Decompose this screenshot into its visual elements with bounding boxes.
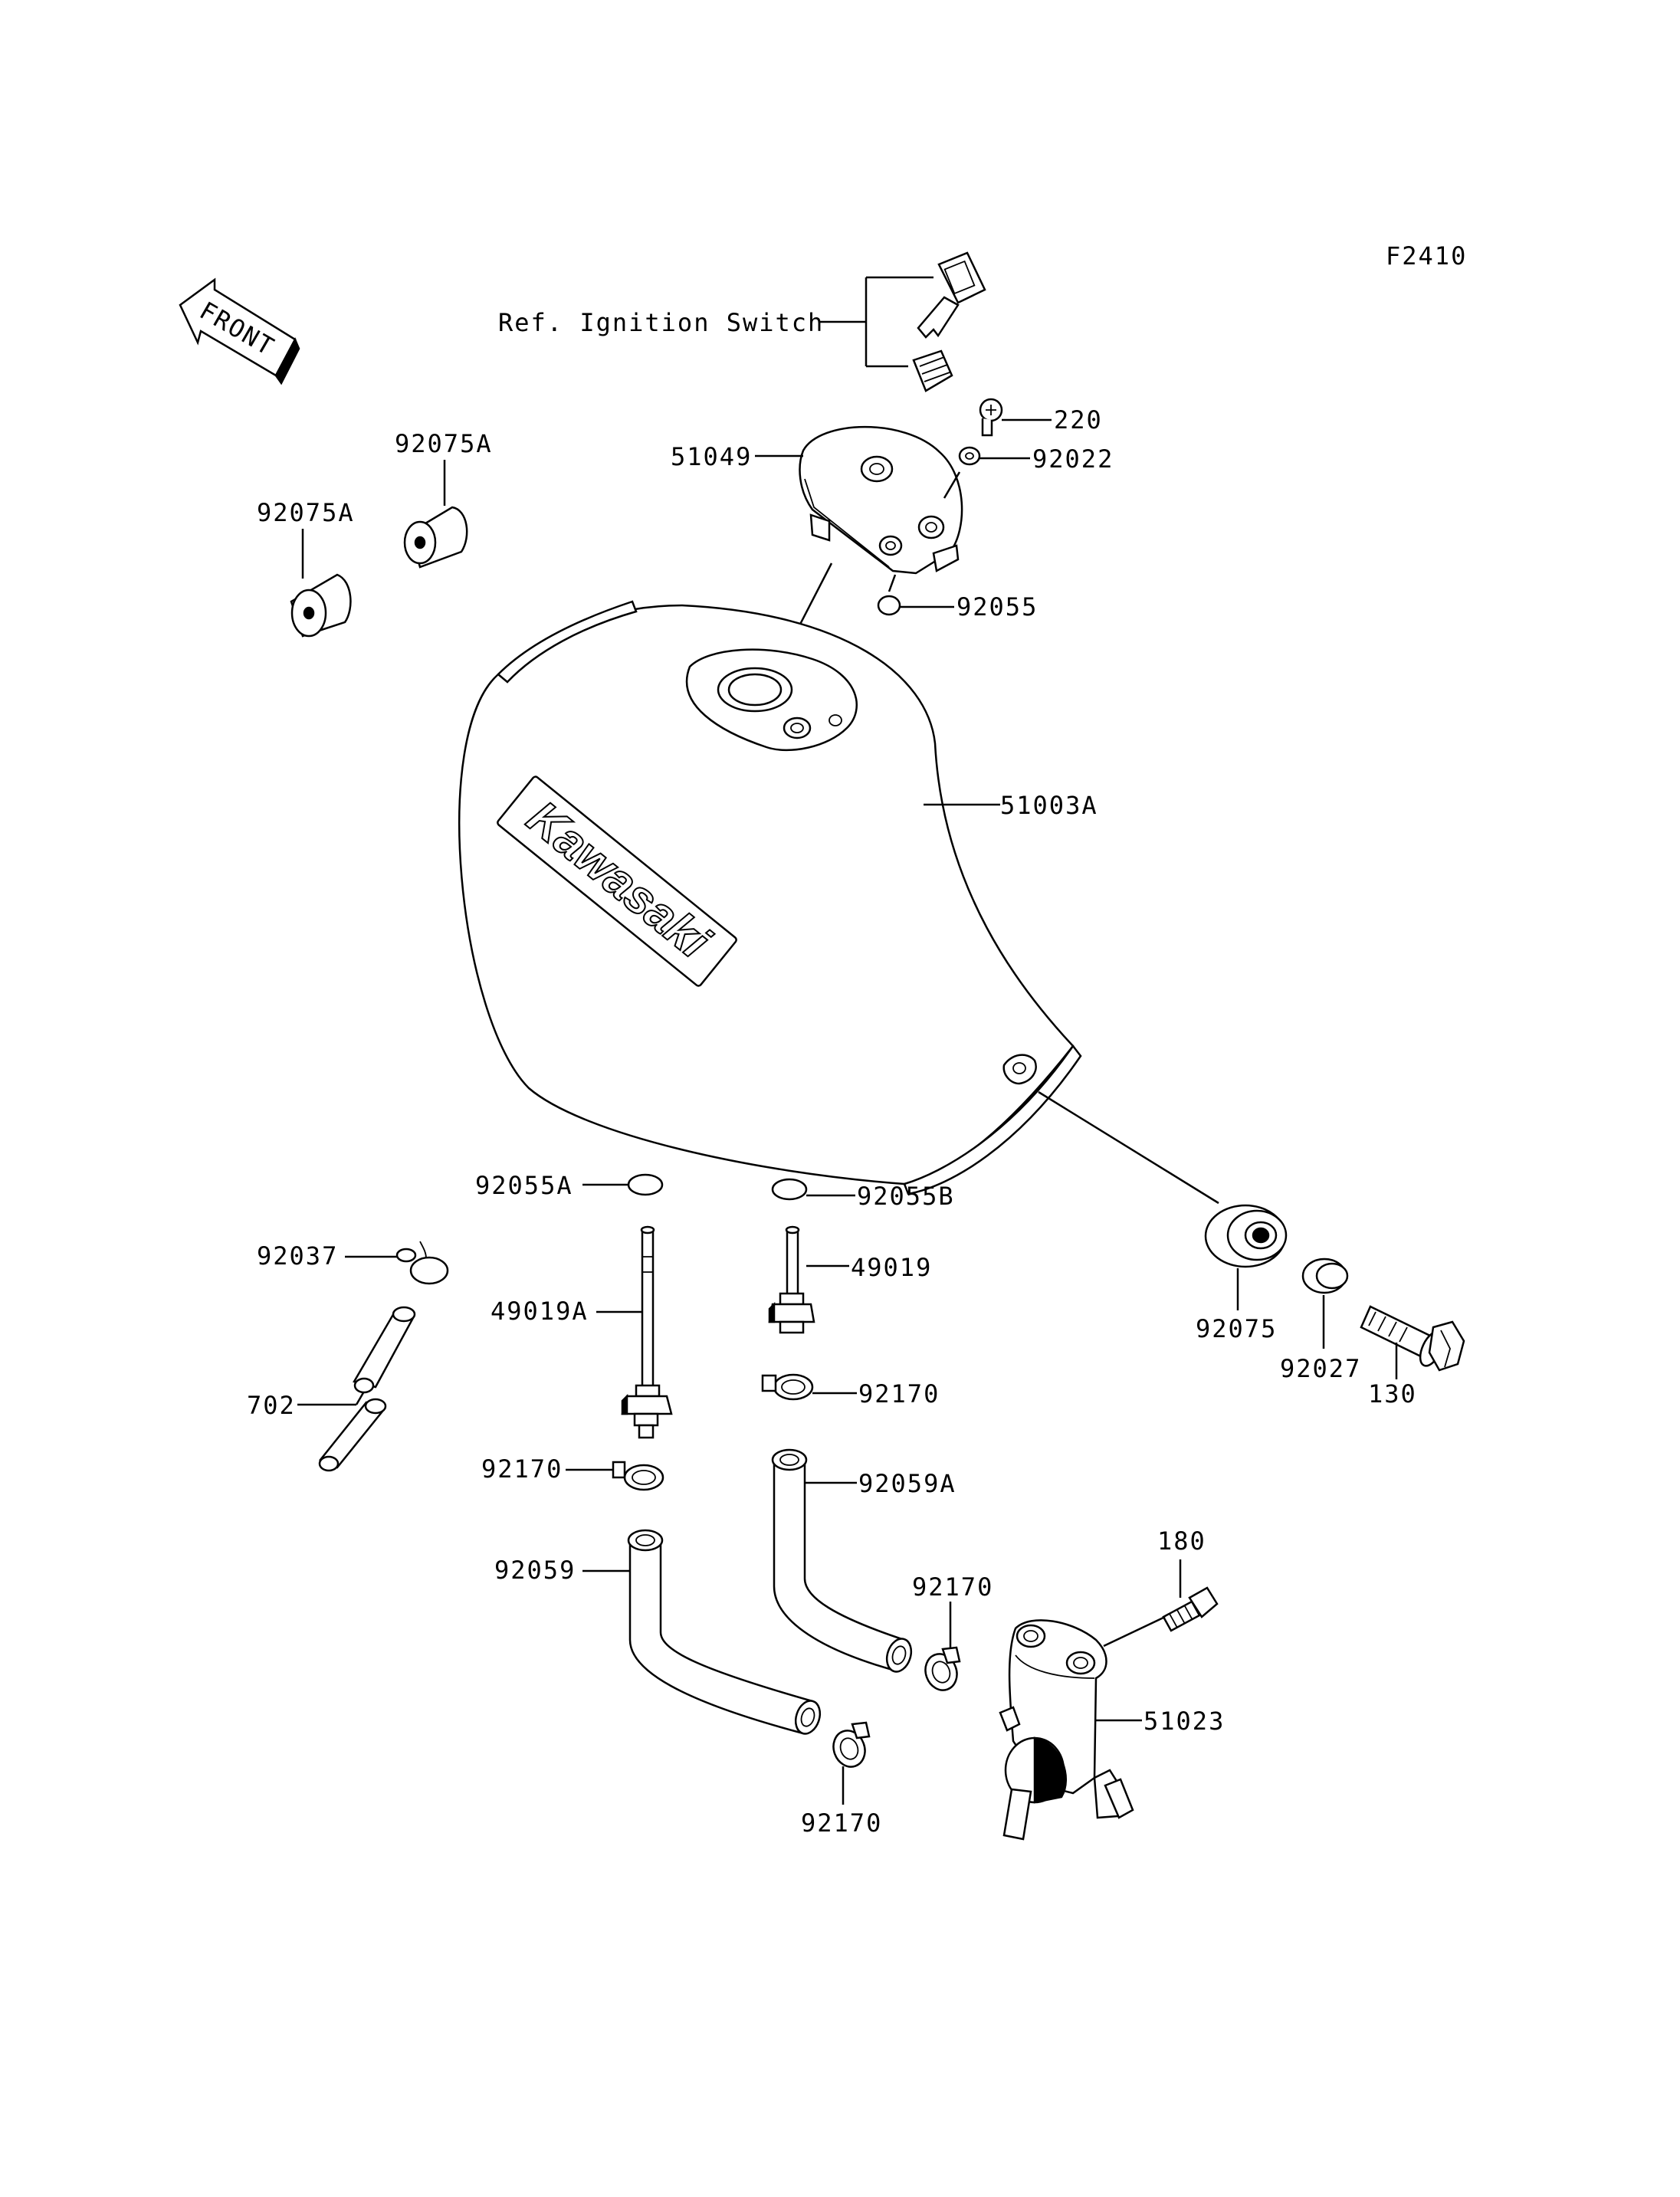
pipe-49019a-icon <box>621 1225 673 1439</box>
label-92075a-lower: 92075A <box>257 498 355 527</box>
label-92170-right: 92170 <box>912 1572 993 1602</box>
label-92022: 92022 <box>1032 444 1114 474</box>
bolt-180-icon <box>1162 1586 1219 1632</box>
oring-92055a-icon <box>627 1173 664 1196</box>
bolt-130-icon <box>1360 1305 1465 1372</box>
label-92075: 92075 <box>1196 1314 1277 1343</box>
label-92170-left: 92170 <box>481 1454 563 1484</box>
label-92037: 92037 <box>257 1241 338 1271</box>
label-92055: 92055 <box>956 592 1038 621</box>
clip-92037-icon <box>395 1241 449 1285</box>
hose-92059-icon <box>627 1529 822 1735</box>
clamp-92170-upper-icon <box>761 1373 814 1401</box>
label-49019a: 49019A <box>491 1297 589 1326</box>
label-92027: 92027 <box>1280 1354 1361 1383</box>
label-702: 702 <box>247 1391 296 1420</box>
label-92170-upper: 92170 <box>858 1379 940 1408</box>
label-51003a: 51003A <box>1000 791 1098 820</box>
front-arrow-icon: FRONT <box>179 277 300 385</box>
oring-92055b-icon <box>771 1178 808 1201</box>
label-92170-bottom: 92170 <box>801 1808 882 1838</box>
label-92055b: 92055B <box>857 1182 955 1211</box>
fuel-tank-51003a: Kawasaki <box>458 600 1082 1195</box>
ignition-bracket <box>819 276 934 368</box>
clamp-92170-bottom-icon <box>832 1721 871 1768</box>
key-cylinder-icon <box>912 349 953 392</box>
screw-220-icon <box>979 398 1003 437</box>
label-51023: 51023 <box>1144 1707 1225 1736</box>
label-92075a-upper: 92075A <box>395 429 493 458</box>
washer-92022-icon <box>958 446 981 466</box>
label-220: 220 <box>1054 405 1103 434</box>
oring-92055-icon <box>877 595 901 616</box>
damper-92075a-lower-icon <box>290 573 352 638</box>
clamp-92170-right-icon <box>924 1646 961 1691</box>
hose-92059a-icon <box>771 1448 913 1673</box>
collar-92027-icon <box>1301 1258 1349 1294</box>
damper-92075-icon <box>1204 1204 1288 1268</box>
damper-92075a-upper-icon <box>403 506 468 569</box>
label-51049: 51049 <box>671 442 752 471</box>
label-92055a: 92055A <box>475 1171 573 1200</box>
clamp-92170-left-icon <box>612 1461 664 1491</box>
fuel-cap-51049-icon <box>799 425 963 575</box>
figure-code: F2410 <box>1386 241 1467 271</box>
fuel-cock-51023-icon <box>999 1619 1134 1841</box>
label-92059: 92059 <box>494 1556 576 1585</box>
ref-ignition-switch-label: Ref. Ignition Switch <box>498 308 824 337</box>
label-49019: 49019 <box>851 1253 932 1282</box>
hose-702-icon <box>318 1306 416 1472</box>
key-icon <box>917 251 986 339</box>
label-180: 180 <box>1157 1526 1206 1556</box>
pipe-49019-icon <box>768 1225 815 1334</box>
label-130: 130 <box>1368 1379 1417 1408</box>
label-92059a: 92059A <box>858 1469 956 1498</box>
